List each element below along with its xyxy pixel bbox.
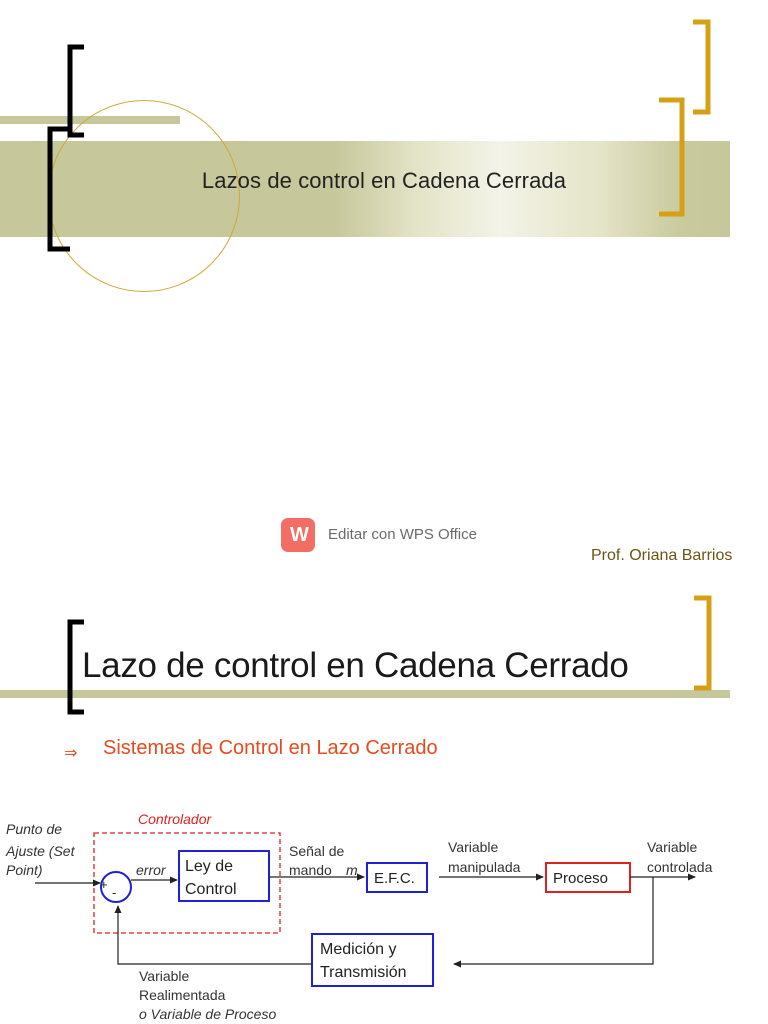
- slide-2-title: Lazo de control en Cadena Cerrado: [82, 646, 629, 685]
- wps-edit-link[interactable]: Editar con WPS Office: [328, 526, 477, 543]
- black-bracket-icon: [67, 44, 84, 138]
- control-law-block: [178, 850, 270, 902]
- author-label: Prof. Oriana Barrios: [591, 547, 733, 564]
- process-variable-label: o Variable de Proceso: [139, 1006, 276, 1022]
- error-label: error: [136, 862, 167, 878]
- slide-1-brackets: [47, 19, 711, 252]
- black-bracket-icon: [47, 126, 70, 252]
- feedback-path-left: [114, 905, 312, 965]
- plus-sign: +: [100, 877, 108, 892]
- command-signal-symbol: m: [346, 862, 358, 878]
- slide-2-title-band: [0, 690, 730, 698]
- gold-bracket-icon: [694, 595, 712, 691]
- slide-1: Lazos de control en Cadena Cerrada: [0, 19, 730, 292]
- control-loop-diagram: Punto de Ajuste (Set Point) Controlador …: [5, 811, 713, 1022]
- process-block: [545, 862, 631, 893]
- slide-2-subtitle: Sistemas de Control en Lazo Cerrado: [103, 737, 438, 759]
- measurement-block: [311, 933, 434, 987]
- control-law-label: Ley de Control: [185, 858, 238, 898]
- summing-junction: [100, 871, 132, 903]
- feedback-variable-label: Variable Realimentada: [139, 968, 226, 1003]
- controller-label: Controlador: [138, 811, 212, 827]
- minus-sign: -: [112, 885, 116, 900]
- setpoint-label: Punto de Ajuste (Set Point): [5, 821, 78, 878]
- controlled-variable-label: Variable controlada: [647, 839, 713, 875]
- double-arrow-icon: ⇒: [64, 745, 78, 762]
- wps-logo-icon[interactable]: W: [281, 518, 315, 552]
- black-bracket-icon: [67, 619, 84, 715]
- slide-2-brackets: [67, 595, 712, 715]
- efc-label: E.F.C.: [374, 870, 415, 887]
- command-signal-label: Señal de mando: [289, 843, 348, 878]
- efc-block: [366, 862, 428, 893]
- process-label: Proceso: [553, 870, 608, 887]
- measurement-label: Medición y Transmisión: [320, 941, 407, 981]
- manipulated-variable-label: Variable manipulada: [448, 839, 521, 875]
- gold-bracket-icon: [659, 97, 685, 217]
- feedback-path-right: [453, 877, 654, 968]
- gold-bracket-icon: [693, 19, 711, 115]
- slide-1-title: Lazos de control en Cadena Cerrada: [201, 168, 567, 193]
